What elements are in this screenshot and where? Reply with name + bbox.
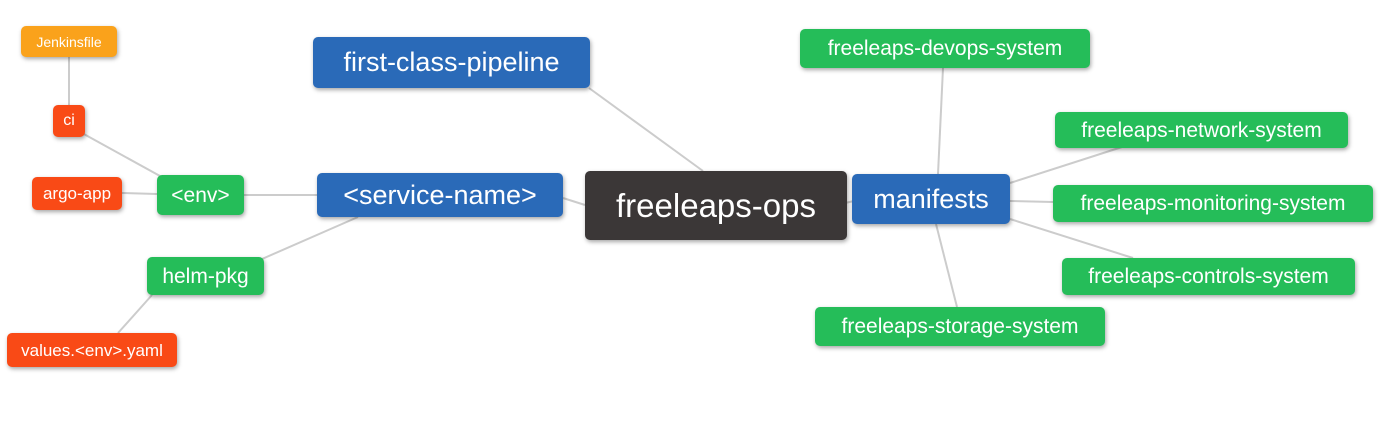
node-manifests[interactable]: manifests bbox=[852, 174, 1010, 224]
edge-ci-env bbox=[81, 132, 161, 177]
edge-pipeline-freeleaps-ops bbox=[588, 87, 704, 172]
node-freeleaps-storage-system[interactable]: freeleaps-storage-system bbox=[815, 307, 1105, 346]
node-argo-app[interactable]: argo-app bbox=[32, 177, 122, 210]
node-freeleaps-controls-system[interactable]: freeleaps-controls-system bbox=[1062, 258, 1355, 295]
node-helm-pkg[interactable]: helm-pkg bbox=[147, 257, 264, 295]
edge-service-name-freeleaps-ops bbox=[562, 197, 586, 206]
edge-service-name-helm-pkg bbox=[261, 216, 359, 260]
edge-manifests-storage bbox=[935, 223, 958, 308]
edge-manifests-monitoring bbox=[1009, 200, 1054, 203]
edge-manifests-network bbox=[1009, 146, 1123, 184]
node-freeleaps-network-system[interactable]: freeleaps-network-system bbox=[1055, 112, 1348, 148]
node-freeleaps-devops-system[interactable]: freeleaps-devops-system bbox=[800, 29, 1090, 68]
edge-argo-app-env bbox=[121, 192, 158, 195]
node-values-env-yaml[interactable]: values.<env>.yaml bbox=[7, 333, 177, 367]
node-service-name[interactable]: <service-name> bbox=[317, 173, 563, 217]
node-freeleaps-ops[interactable]: freeleaps-ops bbox=[585, 171, 847, 240]
edge-helm-pkg-values bbox=[117, 294, 153, 334]
edge-manifests-devops bbox=[937, 67, 944, 175]
node-env[interactable]: <env> bbox=[157, 175, 244, 215]
node-freeleaps-monitoring-system[interactable]: freeleaps-monitoring-system bbox=[1053, 185, 1373, 222]
node-jenkinsfile[interactable]: Jenkinsfile bbox=[21, 26, 117, 57]
node-ci[interactable]: ci bbox=[53, 105, 85, 137]
edge-manifests-controls bbox=[1009, 218, 1134, 259]
node-first-class-pipeline[interactable]: first-class-pipeline bbox=[313, 37, 590, 88]
